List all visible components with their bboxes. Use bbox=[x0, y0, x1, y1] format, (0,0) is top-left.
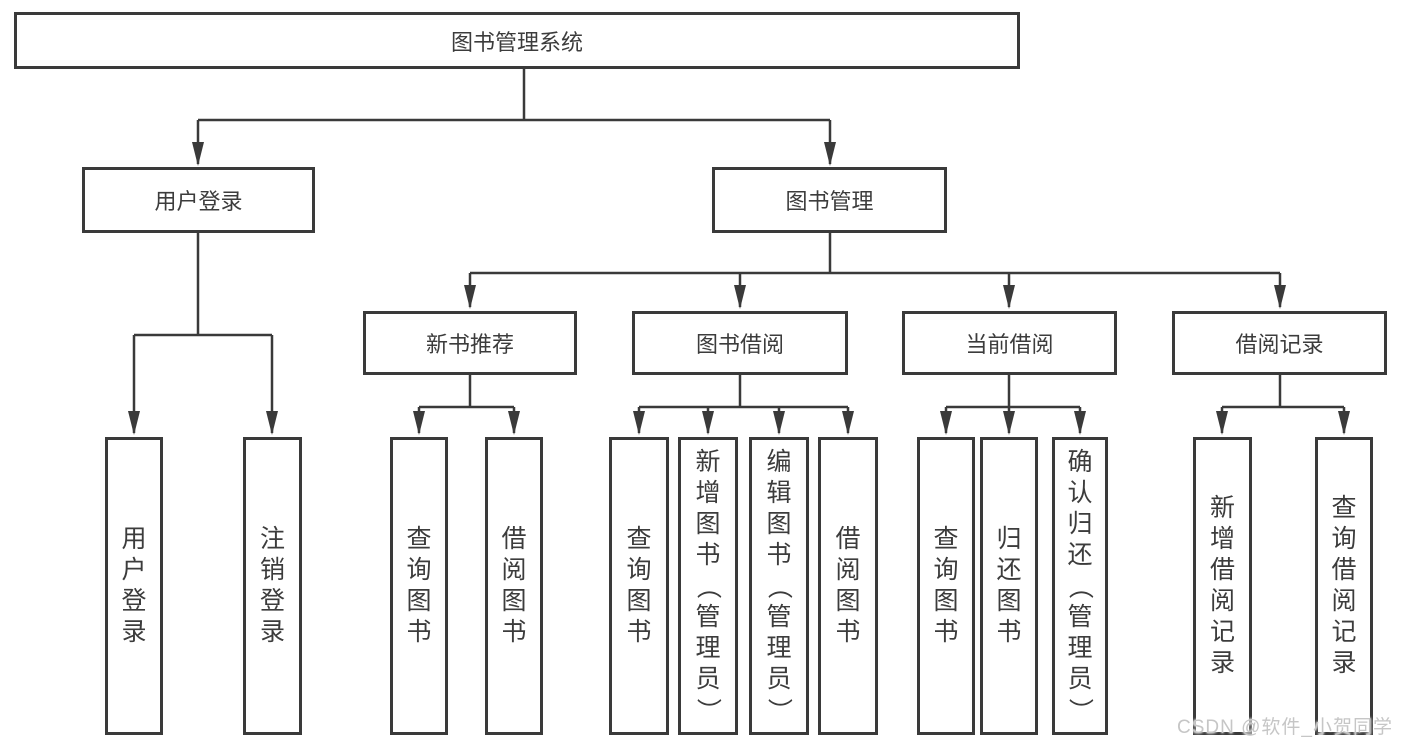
node-user-login: 用户登录 bbox=[82, 167, 315, 233]
leaf-borrow-books: 借阅图书 bbox=[818, 437, 878, 735]
leaf-query-borrow-record: 查询借阅记录 bbox=[1315, 437, 1373, 735]
leaf-confirm-return-admin: 确认归还（管理员） bbox=[1052, 437, 1108, 735]
node-borrowing-records: 借阅记录 bbox=[1172, 311, 1387, 375]
leaf-user-login: 用户登录 bbox=[105, 437, 163, 735]
node-current-borrowing: 当前借阅 bbox=[902, 311, 1117, 375]
leaf-edit-books-admin: 编辑图书（管理员） bbox=[749, 437, 809, 735]
leaf-return-books: 归还图书 bbox=[980, 437, 1038, 735]
leaf-query-books-recommend: 查询图书 bbox=[390, 437, 448, 735]
node-root-library-management-system: 图书管理系统 bbox=[14, 12, 1020, 69]
csdn-watermark: CSDN @软件_小贺同学 bbox=[1177, 717, 1393, 738]
leaf-add-borrow-record: 新增借阅记录 bbox=[1193, 437, 1252, 735]
leaf-query-books-current: 查询图书 bbox=[917, 437, 975, 735]
leaf-add-books-admin: 新增图书（管理员） bbox=[678, 437, 738, 735]
leaf-query-books-borrowing: 查询图书 bbox=[609, 437, 669, 735]
node-book-borrowing: 图书借阅 bbox=[632, 311, 848, 375]
node-new-book-recommend: 新书推荐 bbox=[363, 311, 577, 375]
leaf-borrow-books-recommend: 借阅图书 bbox=[485, 437, 543, 735]
leaf-logout: 注销登录 bbox=[243, 437, 302, 735]
node-book-management: 图书管理 bbox=[712, 167, 947, 233]
